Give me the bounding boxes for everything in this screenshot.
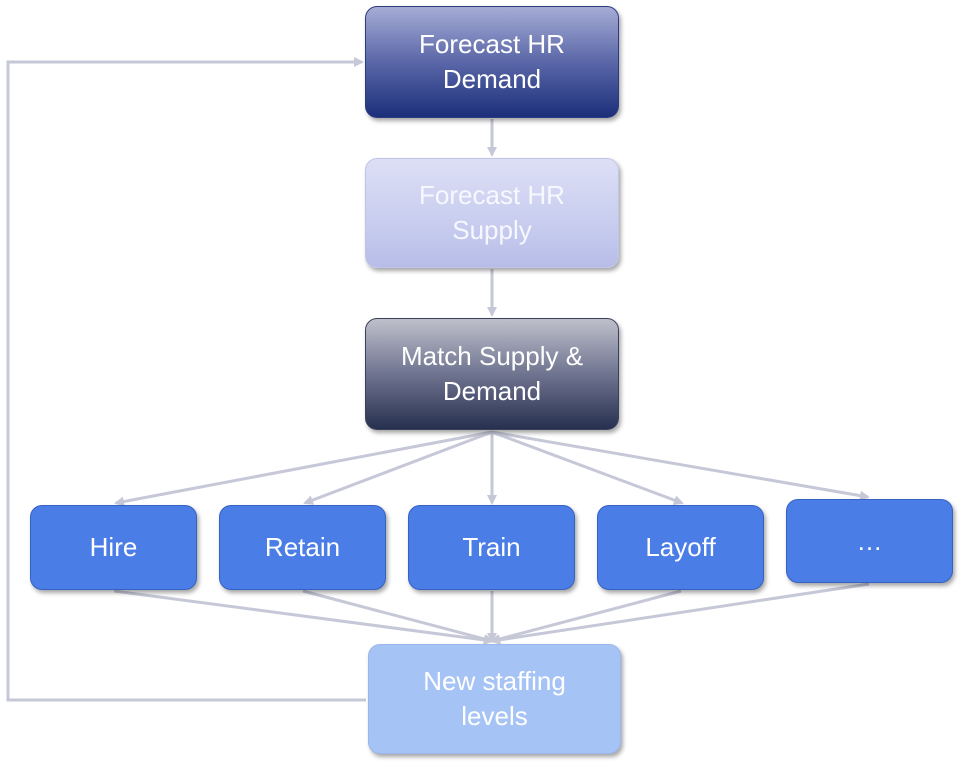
forecast-hr-demand-label: Forecast HR Demand bbox=[419, 29, 565, 94]
feedback-loop-arrow bbox=[6, 57, 366, 702]
forecast-hr-supply-box: Forecast HR Supply bbox=[365, 158, 619, 268]
train-box: Train bbox=[408, 505, 575, 590]
arrow-more-to-new bbox=[490, 582, 870, 645]
arrow-hire-to-new bbox=[113, 589, 494, 645]
forecast-hr-supply-label: Forecast HR Supply bbox=[419, 180, 565, 245]
more-actions-box: … bbox=[786, 499, 953, 583]
hire-box: Hire bbox=[30, 505, 197, 590]
hire-label: Hire bbox=[89, 532, 138, 562]
match-supply-demand-box: Match Supply & Demand bbox=[365, 318, 619, 430]
retain-box: Retain bbox=[219, 505, 386, 590]
train-label: Train bbox=[462, 532, 521, 562]
arrow-match-to-more bbox=[491, 430, 870, 501]
forecast-hr-demand-box: Forecast HR Demand bbox=[365, 6, 619, 118]
retain-label: Retain bbox=[264, 532, 341, 562]
arrow-retain-to-new bbox=[302, 589, 494, 644]
more-actions-label: … bbox=[856, 525, 883, 556]
match-supply-demand-label: Match Supply & Demand bbox=[400, 341, 584, 406]
layoff-box: Layoff bbox=[597, 505, 764, 590]
arrow-match-to-layoff bbox=[491, 430, 684, 505]
arrow-match-to-retain bbox=[303, 430, 493, 505]
arrow-match-to-hire bbox=[114, 430, 493, 507]
arrow-layoff-to-new bbox=[490, 589, 682, 644]
new-staffing-levels-label: New staffing levels bbox=[423, 666, 566, 731]
layoff-label: Layoff bbox=[645, 532, 716, 562]
new-staffing-levels-box: New staffing levels bbox=[368, 644, 621, 754]
